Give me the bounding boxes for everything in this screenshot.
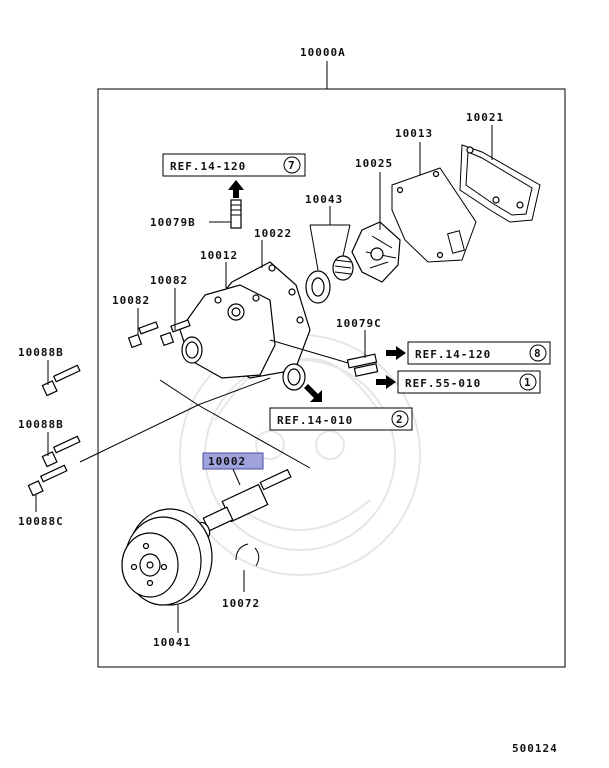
shaft-bearing-10002: [197, 468, 292, 539]
part-label-10025[interactable]: 10025: [355, 157, 393, 170]
part-label-10072[interactable]: 10072: [222, 597, 260, 610]
assembly-frame: [97, 88, 566, 668]
pulley-10041: [121, 508, 213, 606]
impeller-10025: [351, 221, 401, 283]
part-label-10041[interactable]: 10041: [153, 636, 191, 649]
fitting-10079B: [230, 199, 242, 229]
part-label-10021[interactable]: 10021: [466, 111, 504, 124]
part-label-10088C[interactable]: 10088C: [18, 515, 64, 528]
diagram-code: 500124: [512, 742, 558, 755]
bolt-10088B-a: [41, 364, 81, 397]
bolt-10082-a: [127, 321, 159, 349]
part-label-10088B-b[interactable]: 10088B: [18, 418, 64, 431]
ref-num: 2: [396, 413, 404, 426]
part-label-10082-b[interactable]: 10082: [150, 274, 188, 287]
part-label-10002[interactable]: 10002: [208, 455, 246, 468]
part-label-10013[interactable]: 10013: [395, 127, 433, 140]
seal-10043: [305, 255, 354, 304]
part-label-10079B[interactable]: 10079B: [150, 216, 196, 229]
arrow-right-icon: [386, 346, 406, 360]
snap-ring-10072: [235, 543, 260, 567]
ref-callout-14-120-7[interactable]: REF.14-120 7: [162, 153, 306, 177]
ref-callout-55-010-1[interactable]: REF.55-010 1: [397, 370, 541, 394]
bolt-10088C: [27, 464, 68, 497]
part-label-10082-a[interactable]: 10082: [112, 294, 150, 307]
gasket-10021: [459, 144, 541, 223]
ref-text: REF.14-120: [170, 160, 246, 173]
ref-callout-14-120-8[interactable]: REF.14-120 8: [407, 341, 551, 365]
ref-num: 1: [524, 376, 532, 389]
ref-num: 7: [288, 159, 296, 172]
part-label-10088B-a[interactable]: 10088B: [18, 346, 64, 359]
ref-num: 8: [534, 347, 542, 360]
cover-plate-10013: [391, 167, 477, 263]
part-label-10043[interactable]: 10043: [305, 193, 343, 206]
fitting-10079C: [346, 353, 379, 377]
arrow-up-icon: [228, 180, 244, 198]
assembly-label[interactable]: 10000A: [300, 46, 346, 59]
pump-body-10012: [179, 284, 306, 391]
bolt-10082-b: [159, 319, 191, 347]
arrow-down-right-icon: [304, 384, 322, 402]
ref-text: REF.14-010: [277, 414, 353, 427]
part-label-10079C[interactable]: 10079C: [336, 317, 382, 330]
part-label-10022[interactable]: 10022: [254, 227, 292, 240]
bolt-10088B-b: [41, 435, 81, 468]
part-label-10012[interactable]: 10012: [200, 249, 238, 262]
ref-text: REF.55-010: [405, 377, 481, 390]
arrow-right-icon: [376, 375, 396, 389]
ref-text: REF.14-120: [415, 348, 491, 361]
ref-callout-14-010-2[interactable]: REF.14-010 2: [269, 407, 413, 431]
